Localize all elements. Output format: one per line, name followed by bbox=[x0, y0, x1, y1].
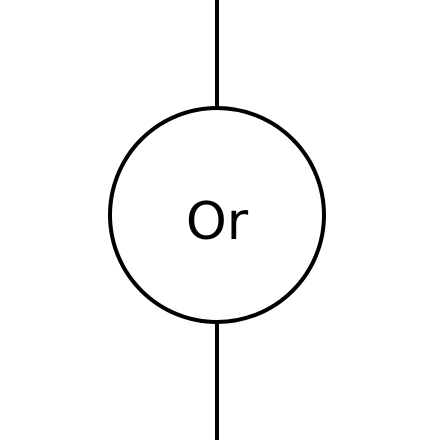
or-node-label: Or bbox=[186, 192, 249, 252]
